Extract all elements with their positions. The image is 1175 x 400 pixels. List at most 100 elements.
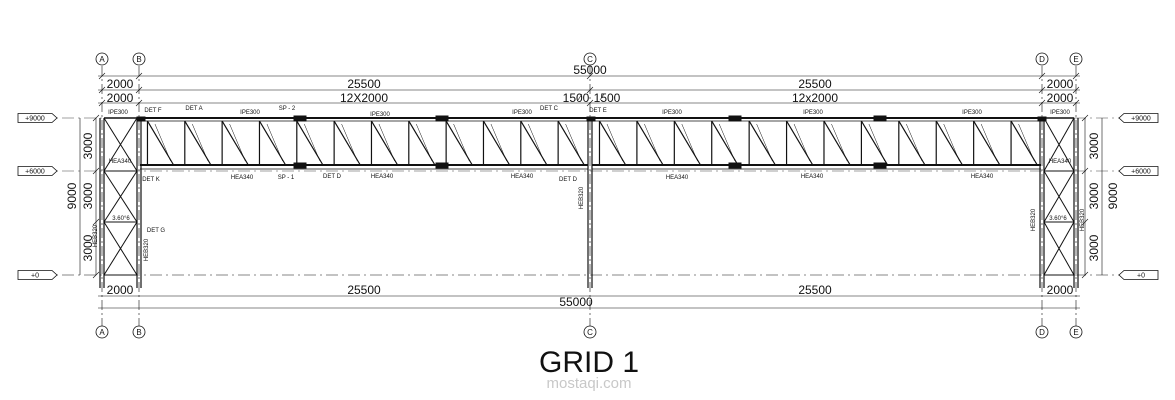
level-left-top: +9000	[25, 116, 45, 123]
grid-label-bottom-a: A	[99, 328, 105, 337]
dimension-tick	[1072, 72, 1080, 80]
detail-tag-d-1: DET D	[323, 174, 342, 180]
dimension-tick	[577, 93, 583, 101]
detail-tag-c: DET C	[540, 106, 559, 112]
dimension-vertical-right-3: 3000	[1087, 234, 1101, 261]
grid-label-bottom-b: B	[136, 328, 141, 337]
label-column-a: HEB320	[93, 224, 99, 247]
splice-plate-7	[873, 162, 887, 169]
grid-label-bottom-c: C	[587, 328, 593, 337]
dimension-tick	[1072, 99, 1080, 107]
dimension-tick	[1081, 218, 1089, 226]
dimension-tick	[1081, 167, 1089, 175]
dimension-tick	[98, 86, 106, 94]
tower-left-brace-0b	[103, 117, 138, 172]
dimension-tick	[1072, 86, 1080, 94]
dimension-vertical-right-total: 9000	[1106, 182, 1120, 209]
label-top-chord-1: IPE300	[240, 110, 260, 116]
level-right-top: +9000	[1131, 116, 1151, 123]
dimension-overall-bottom: 55000	[559, 295, 593, 309]
tower-right-brace-1b	[1043, 170, 1075, 223]
level-left-top-tag	[17, 113, 58, 123]
level-left-base: +0	[31, 273, 39, 280]
splice-plate-5	[435, 162, 449, 169]
truss-right-diagonal-inner-9	[943, 123, 960, 162]
dimension-vertical-right-2: 3000	[1087, 182, 1101, 209]
detail-tag-k: DET K	[142, 177, 160, 183]
grid-bubble-bottom-e	[1069, 325, 1083, 339]
truss-right-diagonal-inner-4	[756, 123, 773, 162]
dimension-right-span: 12x2000	[792, 91, 838, 105]
label-column-c: HEB320	[579, 186, 585, 209]
tower-right-brace-0b	[1043, 117, 1075, 172]
truss-left-diagonal-inner-2	[229, 123, 246, 162]
dimension-vertical-right-1: 3000	[1087, 132, 1101, 159]
slope-note-right: 3.60°6	[1049, 216, 1067, 222]
truss-left-diagonal-inner-6	[378, 123, 395, 162]
grid-label-bottom-e: E	[1073, 328, 1078, 337]
dimension-left-span: 12X2000	[340, 91, 388, 105]
grid-label-bottom-d: D	[1039, 328, 1045, 337]
grid-bubble-bottom-b	[132, 325, 146, 339]
truss-right-diagonal-inner-10	[980, 123, 998, 162]
detail-tag-d-2: DET D	[559, 177, 578, 183]
detail-tag-sp2: SP - 2	[279, 106, 296, 112]
grid-bubble-bottom-a	[95, 325, 109, 339]
dimension-tick	[92, 218, 100, 226]
splice-plate-4	[293, 162, 307, 169]
connection-plate-c	[586, 116, 596, 122]
truss-right-diagonal-inner-6	[831, 123, 848, 162]
label-top-chord-right-end: IPE300	[1050, 110, 1070, 116]
detail-tag-f: DET F	[144, 108, 162, 114]
label-top-chord-6: IPE300	[962, 110, 982, 116]
label-bottom-chord-2: HEA340	[371, 174, 394, 180]
dimension-vertical-left-1: 3000	[81, 132, 95, 159]
dimension-half-bottom-right: 25500	[798, 283, 832, 297]
label-column-d: HEB320	[1031, 208, 1037, 231]
dimension-end-bay-bottom-right: 2000	[1047, 283, 1074, 297]
dimension-vertical-left-total: 9000	[65, 182, 79, 209]
splice-plate-1	[435, 115, 449, 122]
grid-label-top-b: B	[136, 55, 141, 64]
label-bottom-chord-left-end: HEA340	[109, 159, 132, 165]
dimension-half-top-left: 25500	[347, 77, 381, 91]
truss-left-diagonal-inner-10	[528, 123, 545, 162]
grid-label-top-d: D	[1039, 55, 1045, 64]
grid-bubble-top-b	[132, 52, 146, 66]
slope-note-left: 3.60°6	[112, 216, 130, 222]
truss-left-diagonal-inner-4	[304, 123, 321, 162]
truss-left-diagonal-inner-9	[490, 123, 507, 162]
level-right-middle: +6000	[1131, 169, 1151, 176]
dimension-half-top-right: 25500	[798, 77, 832, 91]
dimension-tick	[599, 93, 605, 101]
dimension-tick	[1038, 86, 1046, 94]
level-right-middle-tag	[1118, 166, 1159, 176]
label-column-b: HEB320	[144, 238, 150, 261]
label-bottom-chord-right-end: HEA340	[1049, 159, 1072, 165]
truss-left-diagonal-inner-1	[192, 123, 209, 162]
annotations: AABBCCDDEE+9000+6000+0+9000+6000+0550002…	[17, 52, 1159, 339]
dimension-tick	[92, 114, 100, 122]
steel-frame-structure	[40, 66, 1120, 326]
label-top-chord-3: IPE300	[512, 110, 532, 116]
splice-plate-6	[728, 162, 742, 169]
dimension-center-offset-right: 1500	[594, 91, 621, 105]
detail-tag-g: DET G	[147, 228, 166, 234]
truss-right-diagonal-inner-3	[718, 123, 736, 162]
splice-plate-2	[728, 115, 742, 122]
grid-label-top-e: E	[1073, 55, 1078, 64]
splice-plate-0	[293, 115, 307, 122]
label-top-chord-left-end: IPE300	[108, 110, 128, 116]
dimension-end-bay-top-left: 2000	[107, 77, 134, 91]
level-left-middle: +6000	[25, 169, 45, 176]
detail-tag-e: DET E	[589, 108, 607, 114]
label-top-chord-4: IPE300	[662, 110, 682, 116]
dimension-tick	[92, 271, 100, 279]
splice-plate-3	[873, 115, 887, 122]
truss-right-diagonal-inner-7	[868, 123, 885, 162]
grid-bubble-top-e	[1069, 52, 1083, 66]
label-bottom-chord-6: HEA340	[971, 174, 994, 180]
grid-label-top-c: C	[587, 55, 593, 64]
level-right-base-tag	[1118, 270, 1159, 280]
